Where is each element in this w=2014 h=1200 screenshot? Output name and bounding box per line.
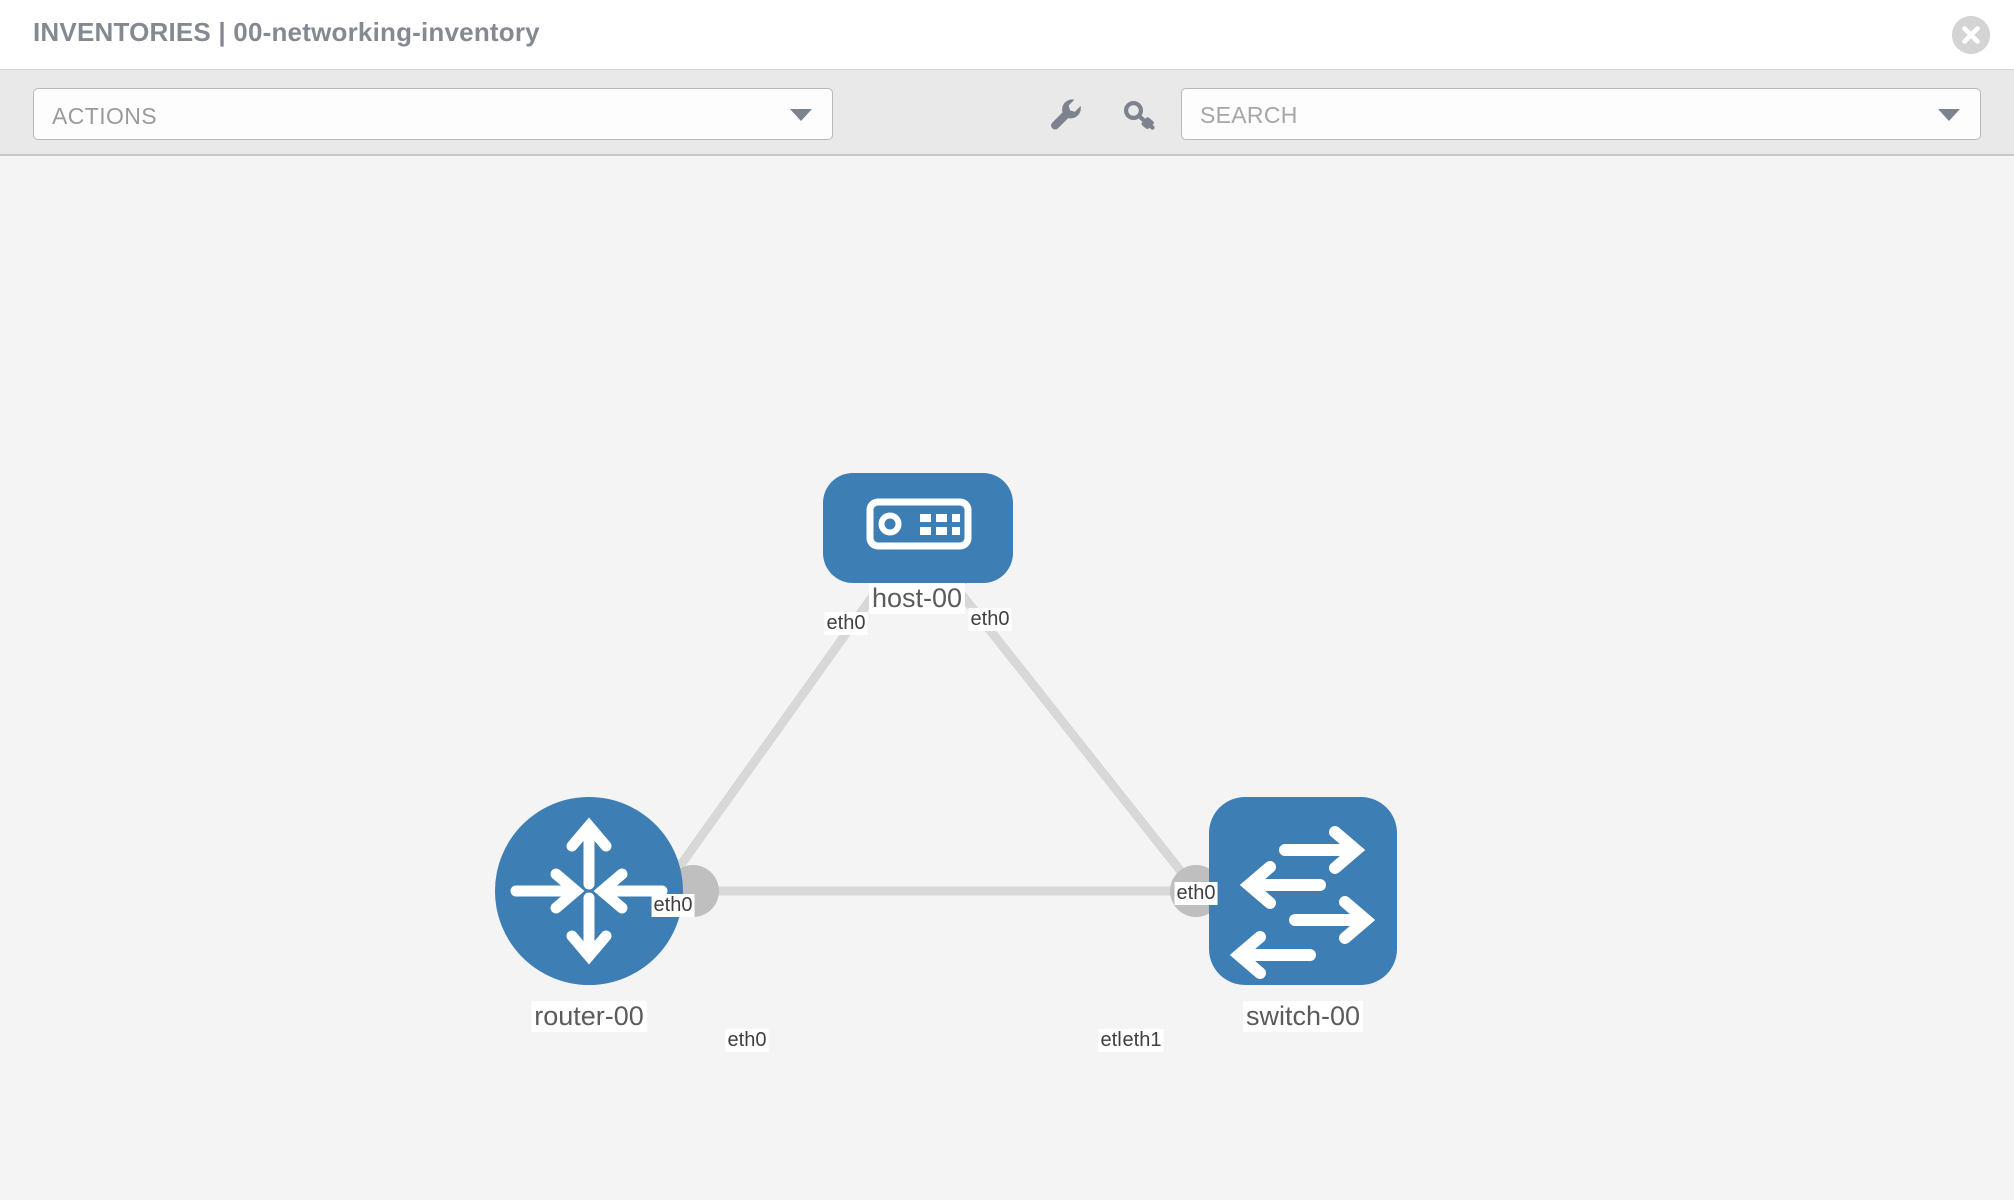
router-arrows-icon <box>510 817 668 965</box>
wrench-icon[interactable] <box>1043 92 1087 136</box>
key-icon[interactable] <box>1118 92 1162 136</box>
search-placeholder: SEARCH <box>1200 102 1298 128</box>
actions-dropdown[interactable]: ACTIONS <box>33 88 833 140</box>
topology-graph <box>495 473 1397 985</box>
node-label-switch-00: switch-00 <box>1242 1001 1364 1032</box>
chevron-down-icon <box>790 109 812 121</box>
page-title: INVENTORIES | 00-networking-inventory <box>33 17 540 47</box>
switch-arrows-icon <box>1229 826 1376 979</box>
iface-label: eth1 <box>1120 1029 1164 1052</box>
close-icon[interactable] <box>1952 16 1990 54</box>
node-host-00[interactable] <box>823 473 1013 583</box>
page-header: INVENTORIES | 00-networking-inventory <box>0 0 2014 70</box>
iface-label: eth0 <box>1174 882 1218 905</box>
iface-label: eth0 <box>824 612 868 635</box>
server-icon <box>866 498 972 550</box>
actions-dropdown-label: ACTIONS <box>52 103 158 129</box>
search-input[interactable]: SEARCH <box>1181 88 1981 140</box>
iface-label: eth0 <box>651 894 695 917</box>
topology-links <box>651 583 1244 949</box>
topology-canvas[interactable]: host-00 router-00 switch-00 eth0 eth0 et… <box>0 156 2014 1200</box>
toolbar: ACTIONS SEARCH <box>0 70 2014 156</box>
node-label-router-00: router-00 <box>531 1001 647 1032</box>
node-router-00[interactable] <box>495 797 683 985</box>
chevron-down-icon[interactable] <box>1938 109 1960 121</box>
node-label-host-00: host-00 <box>868 583 966 614</box>
iface-label: eth0 <box>725 1029 769 1052</box>
iface-label: eth0 <box>968 608 1012 631</box>
node-switch-00[interactable] <box>1209 797 1397 985</box>
link-host-router <box>651 583 884 904</box>
